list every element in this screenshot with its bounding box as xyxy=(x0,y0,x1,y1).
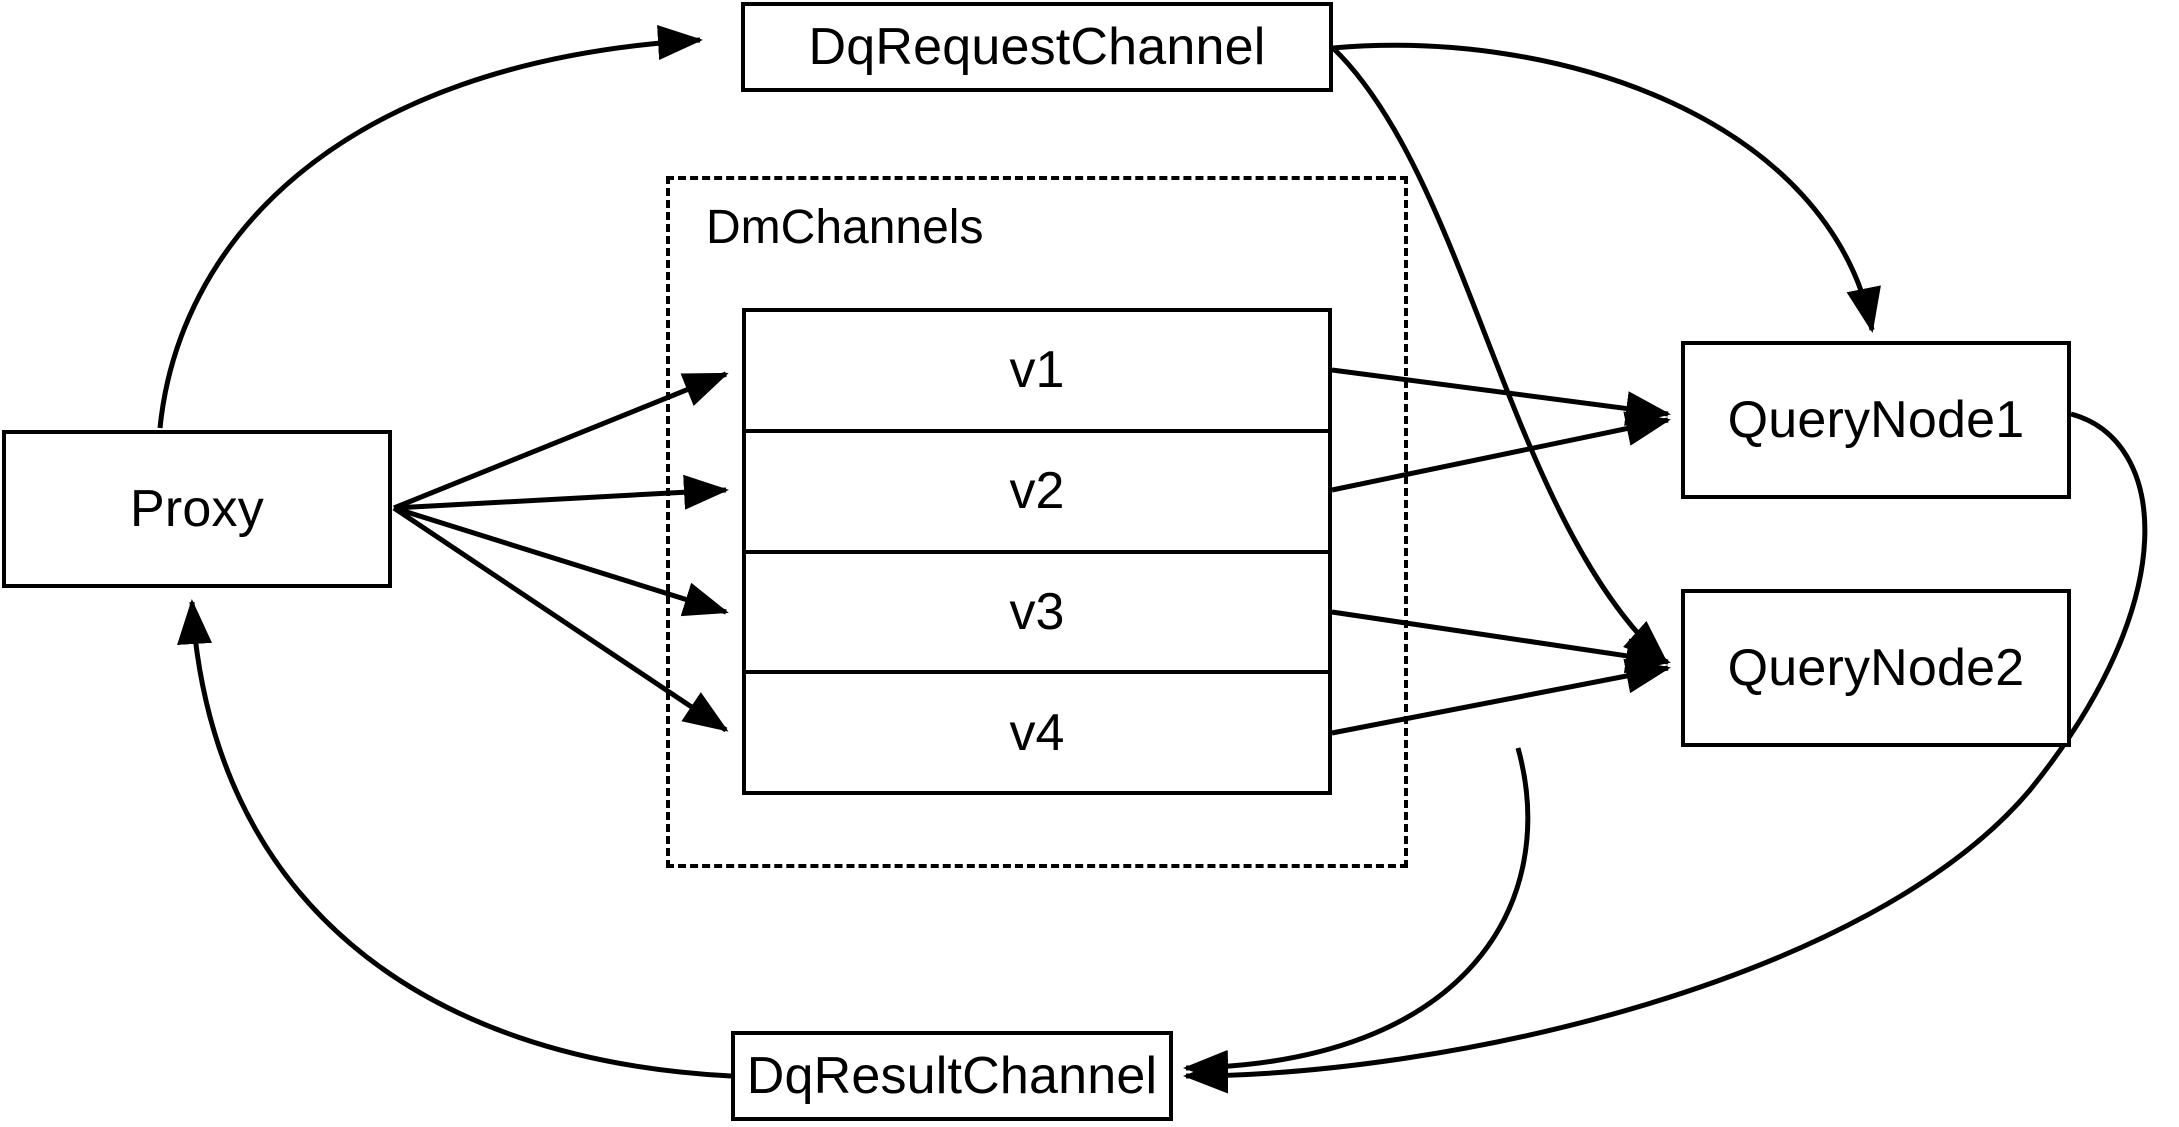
node-proxy-label: Proxy xyxy=(130,480,264,538)
node-query-node-2-label: QueryNode2 xyxy=(1727,639,2025,697)
node-query-node-1[interactable]: QueryNode1 xyxy=(1681,341,2071,499)
node-dq-result-channel[interactable]: DqResultChannel xyxy=(731,1031,1173,1121)
vchannel-row-v2[interactable]: v2 xyxy=(746,433,1328,554)
node-proxy[interactable]: Proxy xyxy=(2,430,392,588)
vchannel-stack: v1 v2 v3 v4 xyxy=(742,308,1332,795)
node-dq-request-channel-label: DqRequestChannel xyxy=(808,18,1266,76)
node-query-node-2[interactable]: QueryNode2 xyxy=(1681,589,2071,747)
vchannel-label-v3: v3 xyxy=(1009,582,1065,641)
vchannel-row-v4[interactable]: v4 xyxy=(746,674,1328,791)
vchannel-label-v4: v4 xyxy=(1009,703,1065,762)
edge-dq-request-to-query-node-1 xyxy=(1332,42,1881,333)
node-dq-result-channel-label: DqResultChannel xyxy=(746,1047,1158,1105)
node-dq-request-channel[interactable]: DqRequestChannel xyxy=(741,2,1333,92)
node-query-node-1-label: QueryNode1 xyxy=(1727,391,2025,449)
edge-proxy-to-dq-request xyxy=(157,25,703,429)
edge-dq-result-to-proxy xyxy=(177,599,732,1079)
vchannel-label-v2: v2 xyxy=(1009,462,1065,521)
vchannel-label-v1: v1 xyxy=(1009,341,1065,400)
group-dm-channels-label: DmChannels xyxy=(706,201,984,254)
vchannel-row-v3[interactable]: v3 xyxy=(746,554,1328,675)
vchannel-row-v1[interactable]: v1 xyxy=(746,312,1328,433)
